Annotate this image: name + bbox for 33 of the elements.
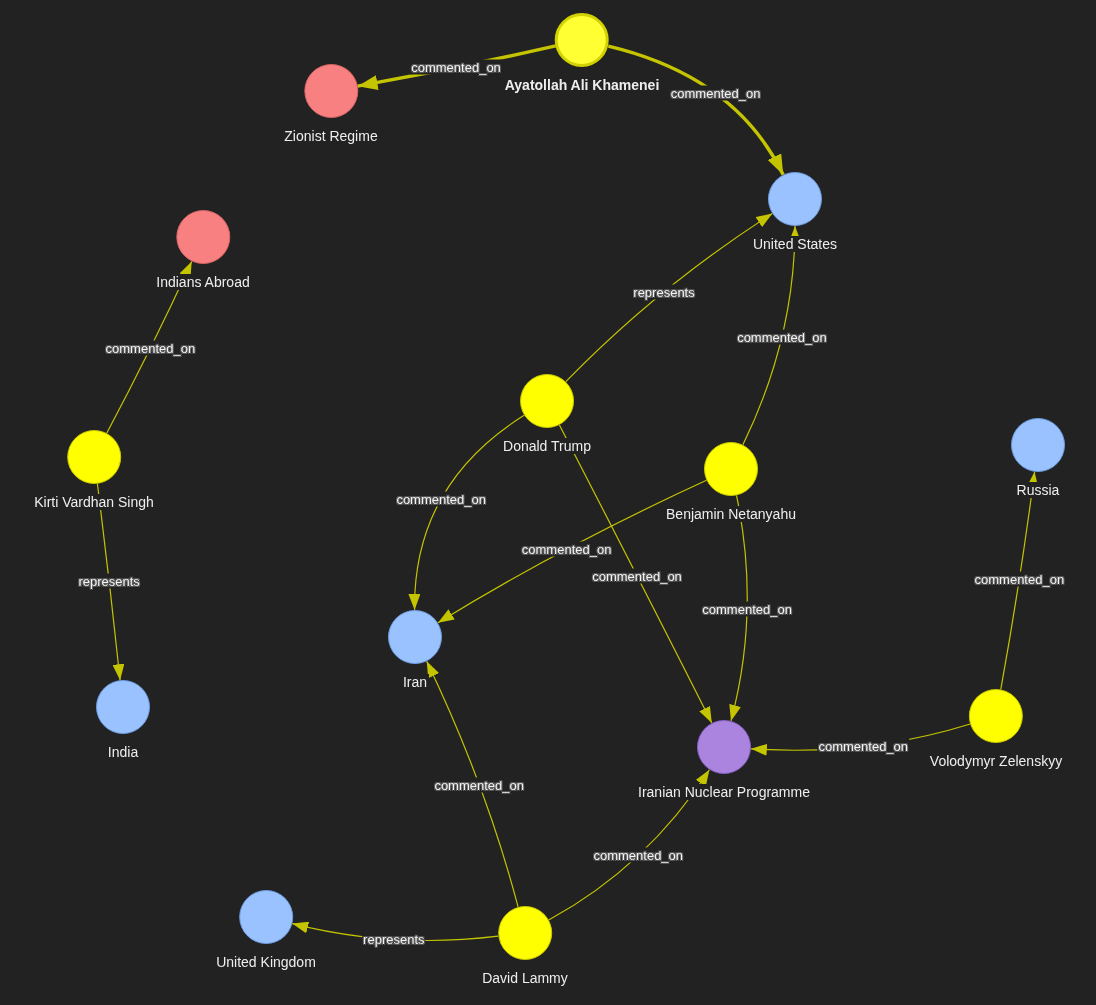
node-label: Indians Abroad — [154, 274, 252, 290]
edge-label: commented_on — [104, 340, 197, 356]
edge-label: commented_on — [736, 329, 828, 345]
node-label: Russia — [1014, 482, 1062, 498]
edge-label: commented_on — [433, 777, 525, 793]
arrow — [437, 479, 708, 624]
node-label: United Kingdom — [214, 954, 318, 970]
arrow — [565, 212, 773, 383]
edge-label: commented_on — [817, 738, 910, 754]
edge-label: commented_on — [410, 59, 502, 75]
node-label: Kirti Vardhan Singh — [32, 494, 156, 510]
arrow — [742, 225, 801, 446]
arrow — [409, 414, 525, 611]
edge-label: represents — [77, 573, 141, 589]
node-label: Benjamin Netanyahu — [664, 506, 798, 522]
node-label: Donald Trump — [501, 438, 593, 454]
edge-label: commented_on — [669, 86, 762, 101]
arrow — [607, 44, 785, 176]
node-label: Zionist Regime — [282, 128, 380, 144]
arrow — [729, 494, 748, 722]
edge-label: commented_on — [395, 491, 487, 507]
node-label: Iranian Nuclear Programme — [636, 784, 812, 800]
edge-label: commented_on — [701, 601, 793, 617]
edge-label: commented_on — [592, 847, 685, 863]
edge-label: commented_on — [591, 568, 683, 584]
node-label: David Lammy — [480, 970, 570, 986]
node-label: Volodymyr Zelenskyy — [927, 753, 1065, 769]
arrow — [426, 660, 519, 908]
edge-label: commented_on — [520, 541, 613, 557]
edge-label: represents — [632, 284, 696, 300]
edge-label: commented_on — [973, 571, 1066, 587]
arrow — [558, 424, 713, 724]
node-label: Ayatollah Ali Khamenei — [502, 77, 662, 93]
